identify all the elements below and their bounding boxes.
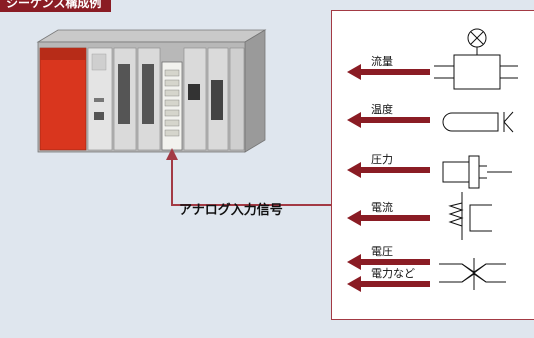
arrow-temperature: [347, 112, 430, 128]
voltage-transformer-icon: [439, 258, 506, 290]
sensor-label-voltage: 電圧: [371, 245, 393, 258]
sensor-label-flow: 流量: [371, 55, 393, 68]
sensor-label-current: 電流: [371, 201, 393, 214]
power-supply-module: [39, 47, 87, 151]
temperature-sensor-icon: [442, 111, 514, 133]
sensor-label-power: 電力など: [371, 267, 415, 280]
analog-input-signal-label: アナログ入力信号: [179, 203, 283, 218]
title-tab: シーケンス構成例: [0, 0, 112, 12]
plc-rack: [36, 29, 267, 153]
sensor-label-temperature: 温度: [371, 103, 393, 116]
arrow-current: [347, 210, 430, 226]
flow-meter-icon: [434, 28, 518, 90]
arrow-pressure: [347, 162, 430, 178]
pressure-sensor-icon: [442, 155, 512, 189]
arrow-voltage: [347, 254, 430, 270]
sensor-label-pressure: 圧力: [371, 153, 393, 166]
signal-line: [171, 150, 331, 206]
current-transformer-icon: [448, 192, 492, 240]
signal-arrow-head: [166, 148, 178, 160]
arrow-power: [347, 276, 430, 292]
arrow-flow: [347, 64, 430, 80]
